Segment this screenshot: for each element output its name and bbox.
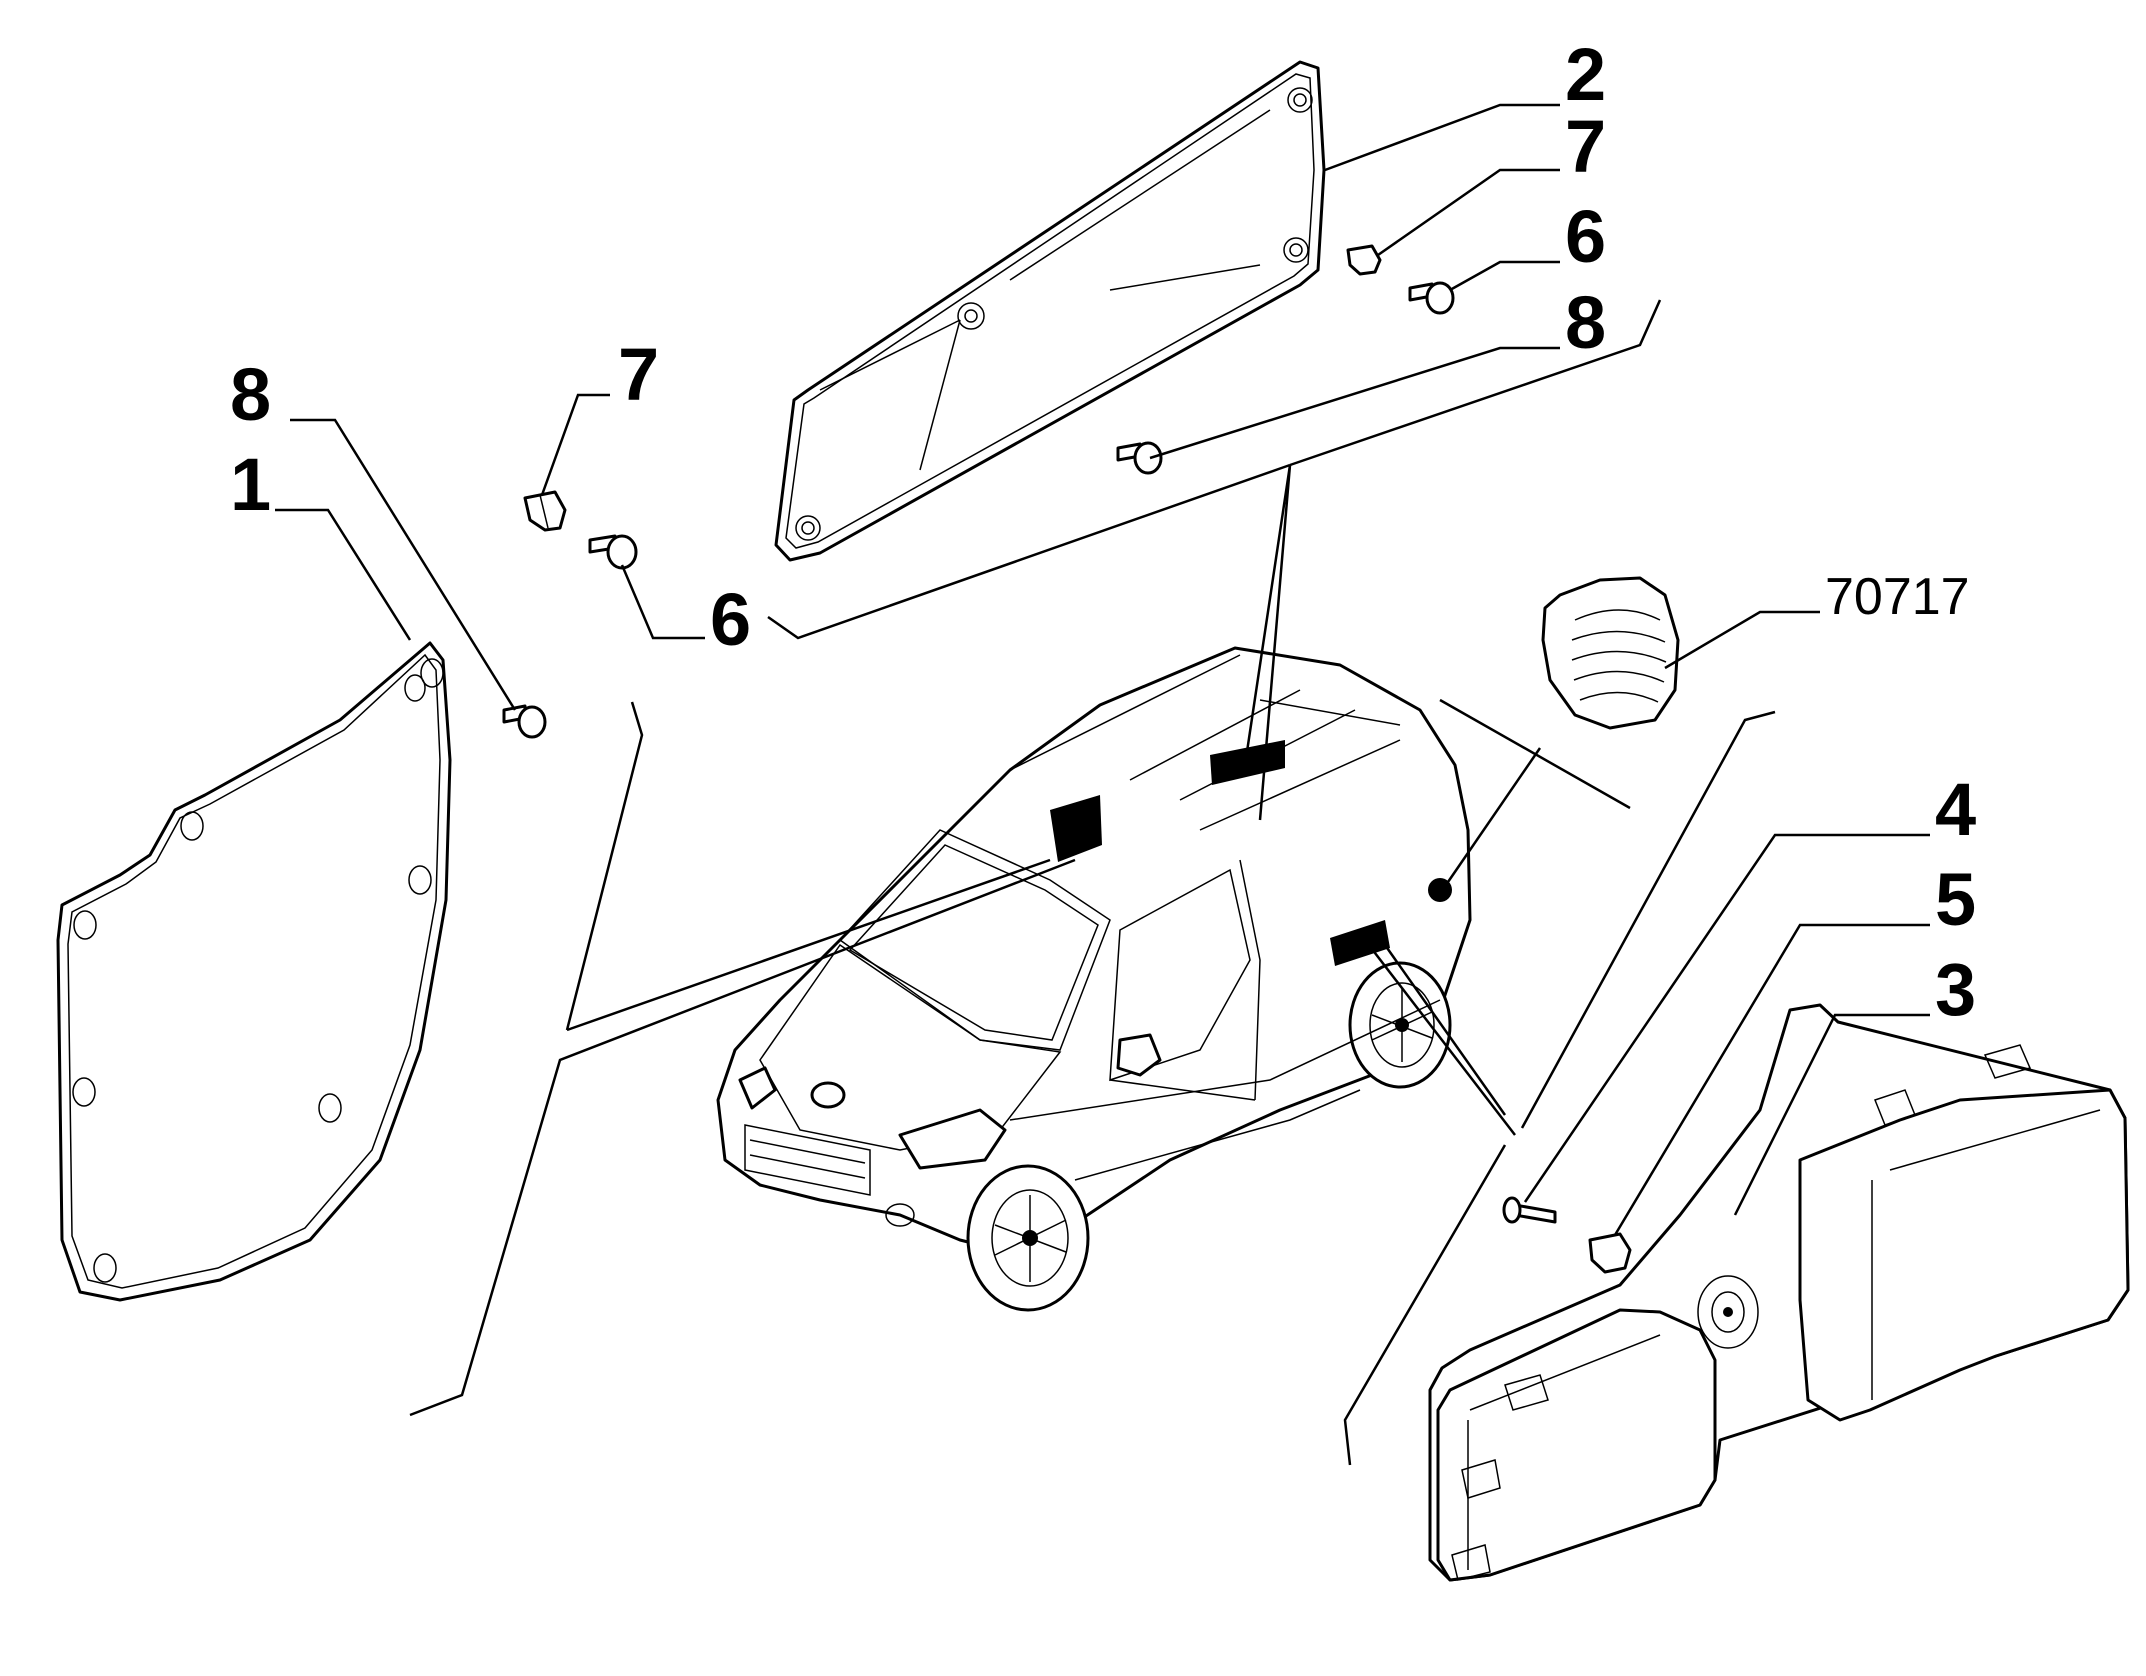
callout-3: 3 (1935, 948, 1976, 1031)
fastener-8-top-right (1116, 441, 1163, 475)
fastener-6-top-right (1408, 281, 1455, 315)
panel-1-left (56, 641, 452, 1302)
callout-7-top-left: 7 (618, 333, 659, 416)
callout-70717: 70717 (1825, 568, 1970, 626)
callout-8-left: 8 (230, 353, 271, 436)
callout-7-top-right: 7 (1565, 105, 1606, 188)
callout-6-top-left: 6 (710, 578, 751, 661)
callout-6-top-right: 6 (1565, 195, 1606, 278)
callout-4: 4 (1935, 768, 1976, 851)
leader-lines (275, 103, 1930, 1466)
callout-1: 1 (230, 443, 271, 526)
ribbed-cover-icon (1541, 576, 1680, 730)
callout-5: 5 (1935, 858, 1976, 941)
fastener-5-right (1588, 1232, 1632, 1274)
fastener-4-right (1502, 1196, 1557, 1224)
callout-2: 2 (1565, 33, 1606, 116)
van-illustration (716, 646, 1472, 1312)
panel-3-right (1428, 1003, 2130, 1582)
fastener-8-left (502, 704, 547, 739)
fastener-7-top-left (523, 490, 567, 532)
fastener-7-top-right (1346, 244, 1382, 276)
fastener-6-top-left (588, 534, 638, 570)
callout-8-top-right: 8 (1565, 281, 1606, 364)
panel-2-top (774, 60, 1326, 562)
callout-labels: 1 8 7 6 2 7 6 8 70717 4 5 3 (230, 33, 1976, 1031)
